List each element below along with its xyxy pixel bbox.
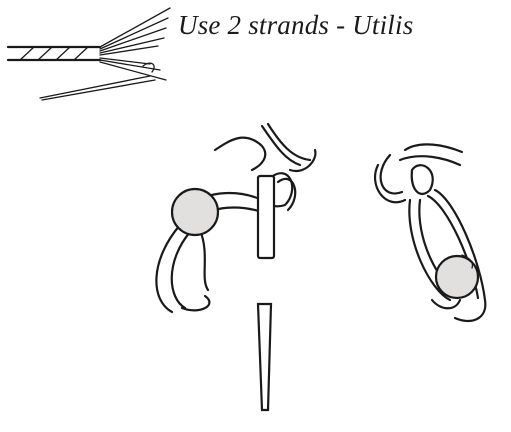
strand-split-illustration <box>8 8 170 100</box>
instruction-caption: Use 2 strands - Utilis <box>178 10 413 41</box>
bead-left <box>172 189 218 235</box>
pin-upper <box>258 176 274 258</box>
right-assembly <box>375 144 485 321</box>
pin-lower <box>258 304 271 410</box>
left-assembly <box>156 124 315 410</box>
